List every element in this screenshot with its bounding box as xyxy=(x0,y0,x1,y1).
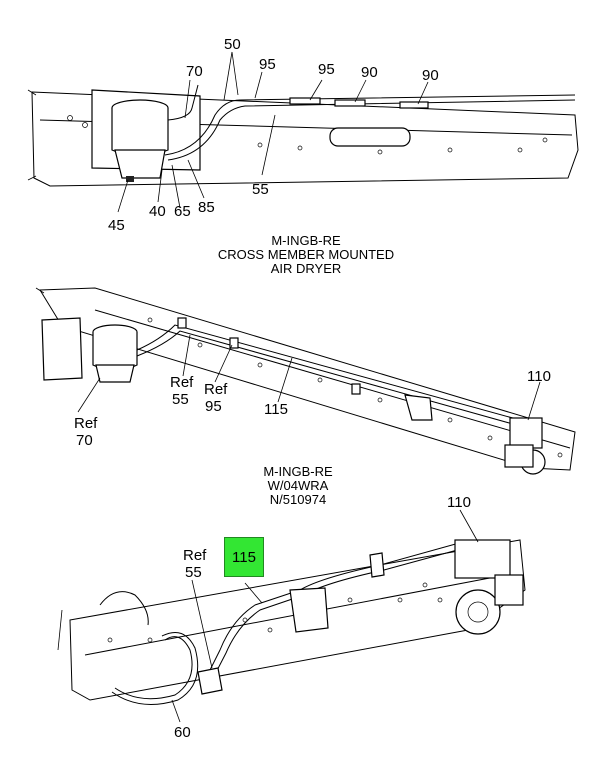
compressor-2-body xyxy=(504,444,534,468)
leader-ref70 xyxy=(77,377,101,413)
leader-60 xyxy=(171,699,181,723)
air-line-55-top xyxy=(164,94,576,156)
callout-70: 70 xyxy=(186,63,203,80)
frame-rail-1 xyxy=(31,91,579,187)
view-3-drawing xyxy=(57,509,526,723)
callout-90b: 90 xyxy=(422,67,439,84)
callout-ref70-label: Ref xyxy=(74,415,98,432)
compressor-3-body xyxy=(494,574,524,606)
callout-60: 60 xyxy=(174,724,191,741)
callout-ref95-num: 95 xyxy=(205,398,222,415)
hose-60-a xyxy=(114,636,193,700)
mounting-bracket-2 xyxy=(404,394,433,421)
tube-90-a xyxy=(334,99,366,107)
callout-115-highlight-label: 115 xyxy=(232,548,256,566)
tube-95 xyxy=(289,97,321,105)
callout-50: 50 xyxy=(224,36,241,53)
callout-ref55-label: Ref xyxy=(170,374,194,391)
leader-65 xyxy=(171,164,181,209)
tube-90-b xyxy=(399,101,429,109)
leader-ref95 xyxy=(214,344,233,383)
frame-rail-2-break xyxy=(35,287,45,294)
leader-90a xyxy=(354,79,367,103)
compressor-3-head xyxy=(454,539,511,579)
leader-55 xyxy=(261,114,276,176)
callout-85: 85 xyxy=(198,199,215,216)
leader-90b xyxy=(417,81,429,105)
air-dryer-canister xyxy=(111,108,169,157)
leader-40 xyxy=(157,169,163,203)
caption-view2-line1: M-INGB-RE xyxy=(263,464,333,479)
leader-115a xyxy=(277,357,293,403)
hose-60-b xyxy=(111,632,199,705)
callout-ref70-num: 70 xyxy=(76,432,93,449)
leader-110a xyxy=(527,381,541,421)
callout-110b: 110 xyxy=(447,494,471,511)
callout-90a: 90 xyxy=(361,64,378,81)
caption-view1-line1: M-INGB-RE xyxy=(271,233,341,248)
caption-view1-line3: AIR DRYER xyxy=(271,261,342,276)
callout-ref55b-label: Ref xyxy=(183,547,207,564)
frame-rail-2-holes xyxy=(147,317,563,458)
callout-115-highlight[interactable]: 115 xyxy=(224,537,264,577)
leader-ref55 xyxy=(182,334,191,377)
callout-65: 65 xyxy=(174,203,191,220)
leader-70 xyxy=(184,79,191,119)
callout-ref55b-num: 55 xyxy=(185,564,202,581)
leader-95b xyxy=(309,79,323,101)
compressor-3-hub xyxy=(467,601,489,623)
wheel-hint xyxy=(99,591,149,626)
caption-view1-line2: CROSS MEMBER MOUNTED xyxy=(218,247,394,262)
leader-95a xyxy=(254,71,263,99)
leader-115 xyxy=(244,582,263,604)
frame-rail-1-holes xyxy=(67,115,548,155)
leader-110b xyxy=(459,509,479,543)
leader-85 xyxy=(187,159,205,199)
clip-c xyxy=(351,383,361,395)
callout-95a: 95 xyxy=(259,56,276,73)
mounting-bracket-3 xyxy=(289,587,329,633)
frame-rail-3-break xyxy=(57,609,63,651)
clip-a xyxy=(177,317,187,329)
caption-view2-line3: N/510974 xyxy=(270,492,326,507)
callout-ref95-label: Ref xyxy=(204,381,228,398)
air-dryer-2-base xyxy=(95,364,135,383)
leader-45 xyxy=(117,179,129,213)
tube-clamp-block xyxy=(197,667,223,695)
air-tank xyxy=(329,127,411,147)
callout-55: 55 xyxy=(252,181,269,198)
clip-d xyxy=(369,552,385,578)
line-70 xyxy=(167,84,199,121)
view-1-drawing xyxy=(27,51,579,213)
callout-110a: 110 xyxy=(527,368,551,385)
callout-115a: 115 xyxy=(264,401,288,418)
air-dryer-base xyxy=(114,149,166,179)
leader-ref55b xyxy=(191,579,213,669)
tube-115-run-a xyxy=(136,324,521,421)
dryer-bracket-2 xyxy=(41,317,83,381)
compressor-2-head xyxy=(509,417,543,449)
frame-rail-2-flange xyxy=(94,309,571,449)
frame-rail-3-holes xyxy=(107,582,443,643)
air-line-55-bottom xyxy=(167,99,576,161)
callout-40: 40 xyxy=(149,203,166,220)
clip-b xyxy=(229,337,239,349)
view-2-drawing xyxy=(35,287,576,475)
leader-50 xyxy=(223,51,239,101)
callout-95b: 95 xyxy=(318,61,335,78)
air-dryer-valve xyxy=(126,176,134,182)
tube-115-run-b xyxy=(136,330,521,427)
callout-45: 45 xyxy=(108,217,125,234)
frame-rail-1-break xyxy=(27,89,37,181)
caption-view2-line2: W/04WRA xyxy=(268,478,329,493)
frame-rail-3-flange xyxy=(84,576,496,656)
callout-ref55-num: 55 xyxy=(172,391,189,408)
